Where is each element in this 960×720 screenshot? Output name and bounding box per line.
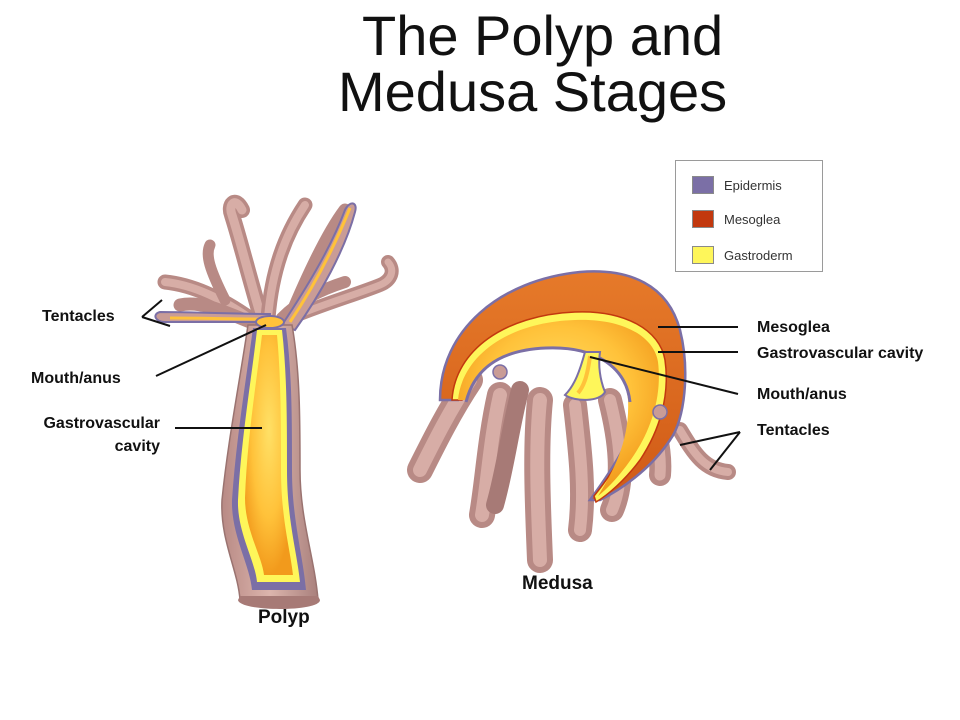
legend-item-epidermis: Epidermis <box>692 175 782 195</box>
legend-label: Gastroderm <box>724 247 793 263</box>
polyp-label-cavity-line-1: Gastrovascular <box>43 415 160 432</box>
polyp-figure <box>141 194 399 609</box>
polyp-stage-label: Polyp <box>258 607 310 628</box>
legend-item-mesoglea: Mesoglea <box>692 209 780 229</box>
title-line-1: The Polyp and <box>362 4 724 67</box>
legend-item-gastroderm: Gastroderm <box>692 245 793 265</box>
legend-label: Epidermis <box>724 177 782 193</box>
medusa-label-mesoglea: Mesoglea <box>757 319 830 336</box>
legend-label: Mesoglea <box>724 211 781 227</box>
polyp-label-tentacles: Tentacles <box>42 308 115 325</box>
legend-swatch-epidermis <box>692 176 714 194</box>
medusa-label-mouth: Mouth/anus <box>757 386 847 403</box>
polyp-label-mouth: Mouth/anus <box>31 370 121 387</box>
medusa-figure <box>407 270 741 573</box>
polyp-base <box>238 596 320 609</box>
polyp-leader-lines <box>141 299 267 429</box>
polyp-label-cavity-line-2: cavity <box>114 438 160 455</box>
tissue-legend: Epidermis Mesoglea Gastroderm <box>675 160 823 272</box>
polyp-mouth <box>255 315 285 329</box>
medusa-leader-lines <box>589 326 741 471</box>
medusa-stage-label: Medusa <box>522 573 593 594</box>
medusa-label-tentacles: Tentacles <box>757 422 830 439</box>
title-line-2: Medusa Stages <box>338 60 728 123</box>
legend-swatch-gastroderm <box>692 246 714 264</box>
polyp-tentacles <box>157 194 399 332</box>
polyp-cavity <box>245 335 293 575</box>
legend-swatch-mesoglea <box>692 210 714 228</box>
medusa-label-cavity: Gastrovascular cavity <box>757 345 924 362</box>
